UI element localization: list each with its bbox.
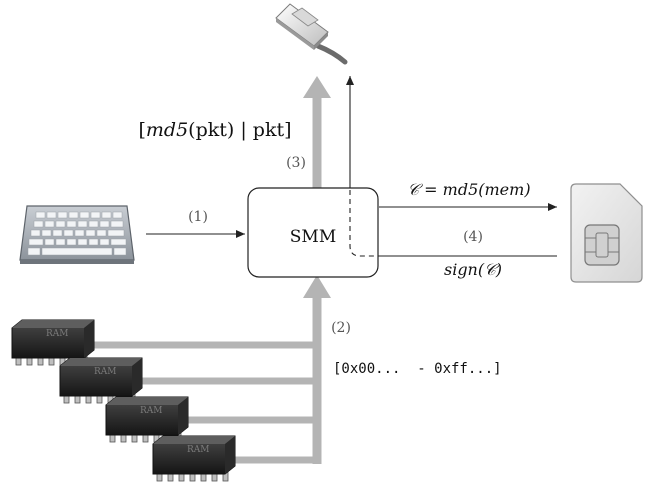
- smm-to-network-arrowhead: [303, 76, 331, 98]
- ethernet-plug-icon: [275, 3, 348, 65]
- step-4-label: (4): [463, 229, 483, 245]
- sim-card-icon: [570, 183, 643, 283]
- ram-chip-icon: RAM: [59, 357, 143, 404]
- ram-chip-label: RAM: [94, 367, 117, 377]
- keyboard-icon: [19, 205, 135, 264]
- hash-label: 𝒞 = md5(mem): [407, 180, 530, 199]
- ram-chips: RAM RAM RAM RAM: [11, 319, 236, 482]
- ram-chip-label: RAM: [187, 445, 210, 455]
- ram-chip-icon: RAM: [105, 396, 189, 443]
- packet-label: [md5(pkt) | pkt]: [138, 119, 291, 141]
- ram-chip-icon: RAM: [11, 319, 95, 366]
- sim-chip-icon: [584, 224, 620, 266]
- smm-box: [247, 187, 379, 278]
- memory-range-label: [0x00... - 0xff...]: [333, 361, 502, 377]
- step-2-label: (2): [331, 320, 351, 336]
- thick-arrows: [93, 76, 331, 464]
- step-3-label: (3): [286, 155, 306, 171]
- ram-chip-label: RAM: [140, 406, 163, 416]
- signature-dashed-path: [349, 190, 377, 257]
- smm-label: SMM: [290, 227, 336, 247]
- step-1-label: (1): [188, 209, 208, 225]
- ram-chip-icon: RAM: [152, 435, 236, 482]
- memory-bus-arrowhead: [303, 275, 331, 298]
- sign-label: sign(𝒞): [444, 260, 502, 279]
- ram-chip-label: RAM: [46, 329, 69, 339]
